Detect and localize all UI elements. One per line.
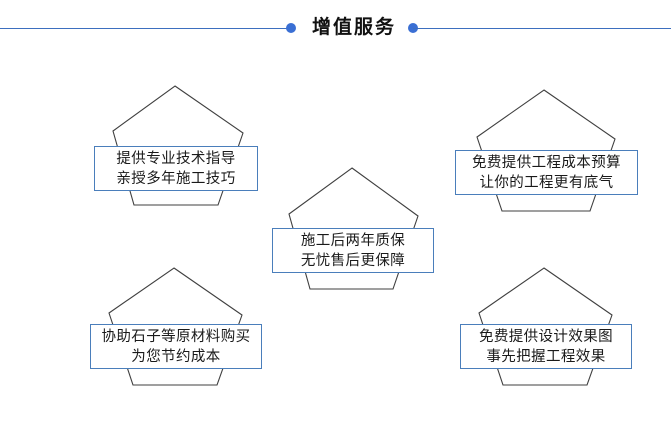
bullet-dot-icon-left	[286, 23, 296, 33]
label-line-1: 协助石子等原材料购买	[101, 328, 251, 345]
service-card-warranty[interactable]: 施工后两年质保 无忧售后更保障	[272, 162, 435, 292]
label-line-1: 免费提供工程成本预算	[472, 154, 621, 171]
service-card-design-rendering[interactable]: 免费提供设计效果图 事先把握工程效果	[460, 262, 633, 388]
page-title: 增值服务	[311, 16, 396, 38]
service-card-material-purchase[interactable]: 协助石子等原材料购买 为您节约成本	[90, 262, 263, 388]
label-line-2: 亲授多年施工技巧	[116, 170, 236, 187]
page-header: 增值服务	[0, 0, 671, 56]
service-card-cost-budget[interactable]: 免费提供工程成本预算 让你的工程更有底气	[455, 84, 639, 214]
service-card-label: 施工后两年质保 无忧售后更保障	[272, 228, 434, 273]
label-line-1: 免费提供设计效果图	[478, 328, 614, 345]
service-card-tech-guidance[interactable]: 提供专业技术指导 亲授多年施工技巧	[94, 80, 260, 208]
label-line-2: 为您节约成本	[131, 348, 221, 365]
header-rule-right	[413, 28, 671, 29]
service-card-label: 免费提供设计效果图 事先把握工程效果	[460, 324, 632, 369]
service-card-label: 免费提供工程成本预算 让你的工程更有底气	[455, 150, 638, 195]
service-card-label: 协助石子等原材料购买 为您节约成本	[90, 324, 262, 369]
header-rule-left	[0, 28, 291, 29]
label-line-1: 施工后两年质保	[300, 232, 406, 249]
label-line-1: 提供专业技术指导	[116, 150, 236, 167]
service-card-label: 提供专业技术指导 亲授多年施工技巧	[94, 146, 258, 191]
label-line-2: 让你的工程更有底气	[479, 174, 614, 191]
label-line-2: 事先把握工程效果	[486, 348, 606, 365]
label-line-2: 无忧售后更保障	[300, 252, 406, 269]
